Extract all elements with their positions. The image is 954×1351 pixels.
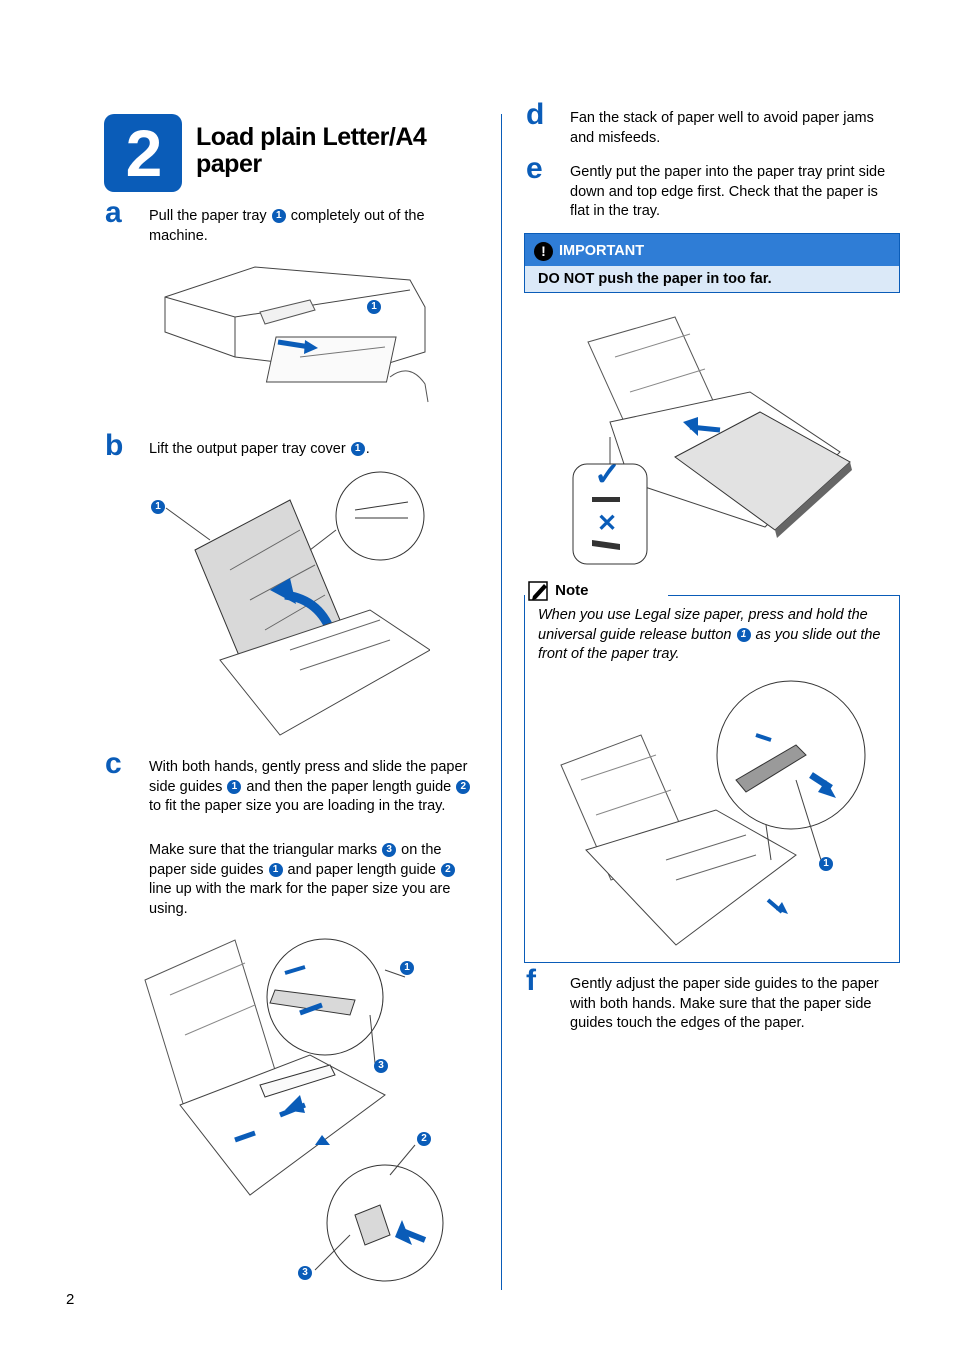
important-text: DO NOT push the paper in too far. [525, 266, 899, 292]
step-c-letter: c [105, 747, 122, 780]
note-box [524, 595, 900, 963]
callout-1-icon: 1 [268, 862, 283, 877]
callout-1-icon: 1 [271, 209, 286, 224]
cross-mark-icon: ✕ [597, 510, 618, 537]
step-c-paragraph-2: Make sure that the triangular marks 3 on… [149, 841, 479, 919]
callout-1-icon: 1 [350, 442, 365, 457]
section-number-badge: 2 [104, 114, 182, 192]
check-mark-icon: ✓ [594, 456, 621, 492]
step-d-text: Fan the stack of paper well to avoid pap… [570, 110, 874, 146]
note-header: Note [527, 578, 589, 604]
paper-loading-illustration [572, 316, 852, 565]
step-c-paragraph-1: With both hands, gently press and slide … [149, 758, 479, 817]
callout-3-icon: 3 [298, 1266, 312, 1280]
step-e-text: Gently put the paper into the paper tray… [570, 164, 886, 219]
callout-3-icon: 3 [374, 1059, 388, 1073]
important-box: ! IMPORTANT DO NOT push the paper in too… [524, 233, 900, 293]
note-text: When you use Legal size paper, press and… [538, 607, 881, 662]
callout-1-icon: 1 [400, 961, 414, 975]
callout-2-icon: 2 [440, 862, 455, 877]
callout-1-icon: 1 [819, 857, 833, 871]
exclamation-icon: ! [534, 242, 553, 261]
legal-paper-tray-illustration [560, 680, 866, 946]
output-tray-cover-illustration [165, 471, 430, 736]
paper-guides-illustration [144, 938, 444, 1282]
step-f-text: Gently adjust the paper side guides to t… [570, 976, 879, 1031]
note-top-border [668, 595, 900, 596]
step-a-text: Pull the paper tray 1 completely out of … [149, 208, 425, 244]
page-number: 2 [66, 1291, 75, 1308]
callout-1-icon: 1 [367, 300, 381, 314]
callout-2-icon: 2 [417, 1132, 431, 1146]
printer-tray-illustration [164, 266, 429, 403]
step-f-letter: f [526, 964, 536, 997]
column-divider [501, 114, 502, 1290]
callout-1-icon: 1 [227, 779, 242, 794]
callout-1-icon: 1 [736, 627, 751, 642]
step-b-letter: b [105, 429, 124, 462]
callout-1-icon: 1 [151, 500, 165, 514]
step-d-letter: d [526, 98, 545, 131]
callout-2-icon: 2 [456, 779, 471, 794]
step-b-text: Lift the output paper tray cover 1. [149, 441, 370, 457]
step-e-letter: e [526, 152, 543, 185]
section-title: Load plain Letter/A4 paper [196, 123, 427, 178]
step-a-letter: a [105, 196, 122, 229]
important-header: ! IMPORTANT [525, 234, 899, 266]
callout-3-icon: 3 [382, 843, 397, 858]
note-pencil-icon [528, 581, 548, 601]
